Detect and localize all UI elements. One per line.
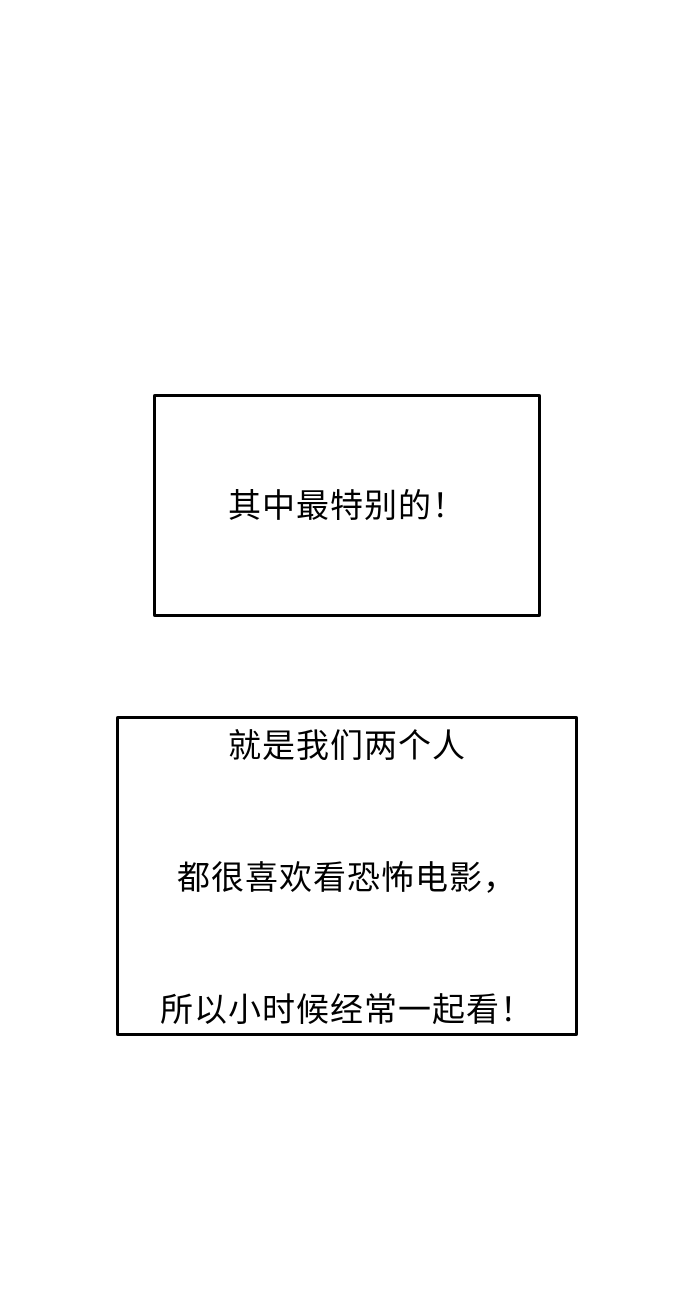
caption-box-2: 就是我们两个人 都很喜欢看恐怖电影， 所以小时候经常一起看！ (116, 716, 578, 1036)
caption-line: 都很喜欢看恐怖电影， (177, 858, 517, 897)
caption-line: 其中最特别的！ (228, 485, 466, 525)
caption-line: 所以小时候经常一起看！ (160, 990, 534, 1029)
caption-text-1: 其中最特别的！ (228, 396, 466, 616)
caption-line: 就是我们两个人 (228, 726, 466, 765)
caption-box-1: 其中最特别的！ (153, 394, 541, 617)
caption-text-2: 就是我们两个人 都很喜欢看恐怖电影， 所以小时候经常一起看！ (160, 636, 534, 1120)
